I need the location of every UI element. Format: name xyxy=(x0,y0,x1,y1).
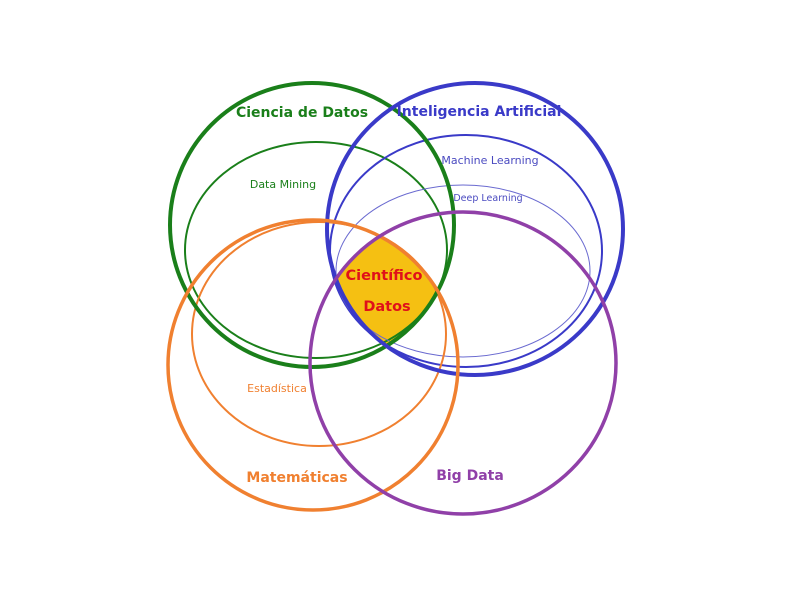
center-label-line1: Científico xyxy=(346,268,423,284)
inteligencia-artificial-circle xyxy=(325,81,625,377)
estadistica-label: Estadística xyxy=(247,382,307,395)
data-mining-label: Data Mining xyxy=(250,178,316,191)
matematicas-circle xyxy=(166,218,460,512)
estadistica-ellipse xyxy=(191,221,447,447)
inteligencia-artificial-label: Inteligencia Artificial xyxy=(397,104,562,120)
deep-learning-ellipse xyxy=(335,184,591,358)
ciencia-datos-label: Ciencia de Datos xyxy=(236,105,368,121)
machine-learning-label: Machine Learning xyxy=(441,154,538,167)
ciencia-datos-circle xyxy=(168,81,456,369)
center-intersection-fill xyxy=(327,220,454,367)
data-mining-ellipse xyxy=(184,141,448,359)
matematicas-label: Matemáticas xyxy=(246,470,347,486)
deep-learning-label: Deep Learning xyxy=(453,193,522,204)
big-data-circle xyxy=(308,210,618,516)
big-data-label: Big Data xyxy=(436,468,504,484)
center-label-line2: Datos xyxy=(363,299,410,315)
